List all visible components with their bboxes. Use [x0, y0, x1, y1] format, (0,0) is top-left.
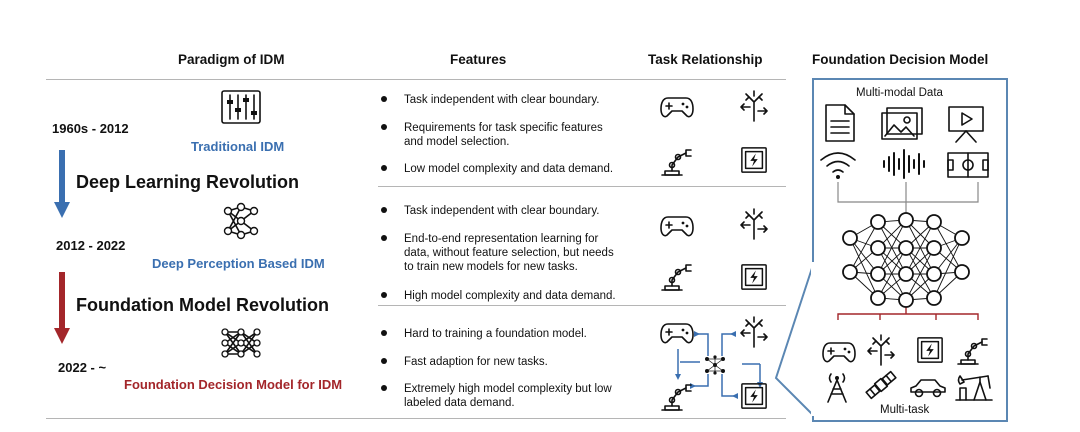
bullet: [381, 96, 387, 102]
foundation-network-icon: [842, 212, 970, 308]
feature-text: End-to-end representation learning for d…: [404, 233, 614, 273]
era-years-3: 2022 - ~: [58, 360, 107, 375]
blue-down-arrow: [54, 150, 70, 218]
audio-wave-icon: [883, 149, 925, 179]
multitask-label: Multi-task: [880, 404, 930, 416]
feature-text: Extremely high model complexity but low …: [404, 383, 612, 409]
power-panel-icon: [916, 336, 944, 364]
routing-icon: [864, 334, 898, 366]
feature-text: Low model complexity and data demand.: [404, 163, 614, 175]
feature-text: Requirements for task specific features …: [404, 122, 603, 148]
sliders-icon: [221, 90, 261, 124]
bullet: [381, 385, 387, 391]
era-years-2: 2012 - 2022: [56, 238, 126, 253]
red-down-arrow: [54, 272, 70, 344]
bullet: [381, 124, 387, 130]
antenna-tower-icon: [827, 373, 847, 403]
header-foundation: Foundation Decision Model: [812, 52, 989, 67]
bullet: [381, 330, 387, 336]
wifi-icon: [820, 152, 856, 179]
dense-neural-net-icon: [221, 328, 261, 358]
robot-arm-icon: [660, 260, 694, 292]
revolution-2: Foundation Model Revolution: [76, 295, 329, 315]
robot-arm-icon: [660, 380, 694, 412]
multimodal-label: Multi-modal Data: [856, 87, 943, 99]
satellite-icon: [865, 370, 897, 400]
task-connection-diagram: [675, 331, 763, 399]
routing-icon: [737, 208, 771, 240]
video-icon: [948, 106, 984, 143]
bullet: [381, 165, 387, 171]
feature-text: Fast adaption for new tasks.: [404, 356, 548, 368]
gamepad-icon: [660, 214, 694, 238]
field-icon: [947, 152, 989, 178]
bullet: [381, 292, 387, 298]
era-years-1: 1960s - 2012: [52, 121, 129, 136]
top-divider: [46, 79, 786, 80]
document-icon: [825, 104, 855, 142]
power-panel-icon: [740, 146, 768, 174]
feature-text: Task independent with clear boundary.: [404, 205, 600, 217]
era-label-1: Traditional IDM: [191, 139, 285, 154]
oil-pump-icon: [955, 375, 993, 401]
bottom-divider: [46, 418, 786, 419]
image-icon: [881, 107, 923, 140]
model-connectors: [837, 182, 979, 320]
routing-icon: [737, 90, 771, 122]
era-label-3: Foundation Decision Model for IDM: [124, 377, 343, 392]
row-divider-1: [378, 186, 786, 187]
header-features: Features: [450, 52, 507, 67]
gamepad-icon: [822, 340, 856, 364]
header-task-relationship: Task Relationship: [648, 52, 763, 67]
bullet: [381, 358, 387, 364]
row-divider-2: [378, 305, 786, 306]
callout-seam: [811, 262, 815, 416]
feature-text: Hard to training a foundation model.: [404, 328, 587, 340]
era-label-2: Deep Perception Based IDM: [152, 256, 325, 271]
neural-net-icon: [223, 202, 259, 240]
gamepad-icon: [660, 321, 694, 345]
robot-arm-icon: [956, 334, 990, 366]
bullet: [381, 235, 387, 241]
power-panel-icon: [740, 382, 768, 410]
robot-arm-icon: [660, 145, 694, 177]
callout-pointer: [774, 261, 815, 417]
car-icon: [910, 379, 946, 398]
feature-text: High model complexity and data demand.: [404, 290, 616, 302]
routing-icon: [737, 316, 771, 348]
feature-text: Task independent with clear boundary.: [404, 94, 600, 106]
power-panel-icon: [740, 263, 768, 291]
bullet: [381, 207, 387, 213]
header-paradigm: Paradigm of IDM: [178, 52, 285, 67]
gamepad-icon: [660, 95, 694, 119]
revolution-1: Deep Learning Revolution: [76, 172, 300, 192]
